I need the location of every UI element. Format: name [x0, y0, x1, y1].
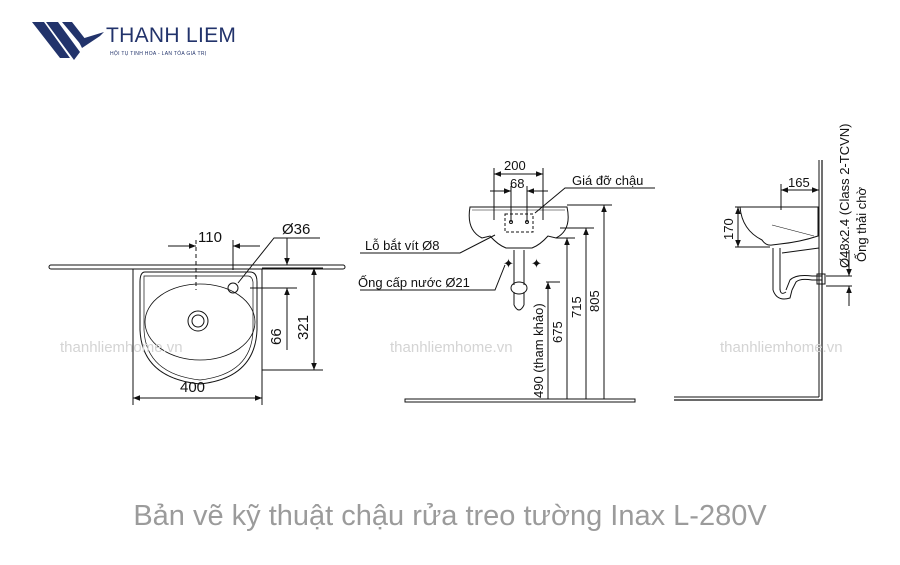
logo-mark-icon — [32, 22, 104, 60]
label-drain-pipe: Ống thải chờ — [854, 187, 869, 262]
watermark-2: thanhliemhome.vn — [390, 339, 513, 356]
dim-hole-offset: 110 — [198, 229, 222, 246]
dim-h715: 715 — [569, 296, 584, 318]
dim-h490: 490 (tham khảo) — [531, 303, 546, 398]
dim-width: 400 — [180, 379, 205, 396]
watermark-3: thanhliemhome.vn — [720, 339, 843, 356]
dim-inner-width: 68 — [510, 176, 524, 191]
side-view: ✦ ✦ — [360, 168, 655, 403]
dim-h675: 675 — [550, 321, 565, 343]
label-bracket: Giá đỡ chậu — [572, 173, 643, 188]
dim-projection: 165 — [788, 175, 810, 190]
brand-tagline: HỘI TỤ TINH HOA - LAN TỎA GIÁ TRỊ — [110, 51, 207, 57]
watermark-1: thanhliemhome.vn — [60, 339, 183, 356]
profile-view — [674, 160, 852, 401]
label-screw-hole: Lỗ bắt vít Ø8 — [365, 238, 439, 253]
front-view — [48, 237, 346, 405]
label-supply-pipe: Ống cấp nước Ø21 — [358, 275, 470, 290]
figure-caption: Bản vẽ kỹ thuật chậu rửa treo tường Inax… — [133, 500, 767, 532]
dim-h805: 805 — [587, 290, 602, 312]
brand-name: THANH LIEM — [106, 24, 237, 47]
svg-text:✦: ✦ — [503, 256, 514, 271]
brand-logo: THANH LIEM HỘI TỤ TINH HOA - LAN TỎA GIÁ… — [30, 18, 250, 68]
dim-hole-diameter: Ø36 — [282, 221, 310, 238]
dim-66: 66 — [268, 328, 285, 345]
svg-text:✦: ✦ — [531, 256, 542, 271]
label-drain-spec: Ø48x2.4 (Class 2-TCVN) — [837, 124, 852, 268]
dim-depth: 321 — [295, 315, 312, 340]
dim-bowl-height: 170 — [721, 218, 736, 240]
dim-bracket-width: 200 — [504, 158, 526, 173]
